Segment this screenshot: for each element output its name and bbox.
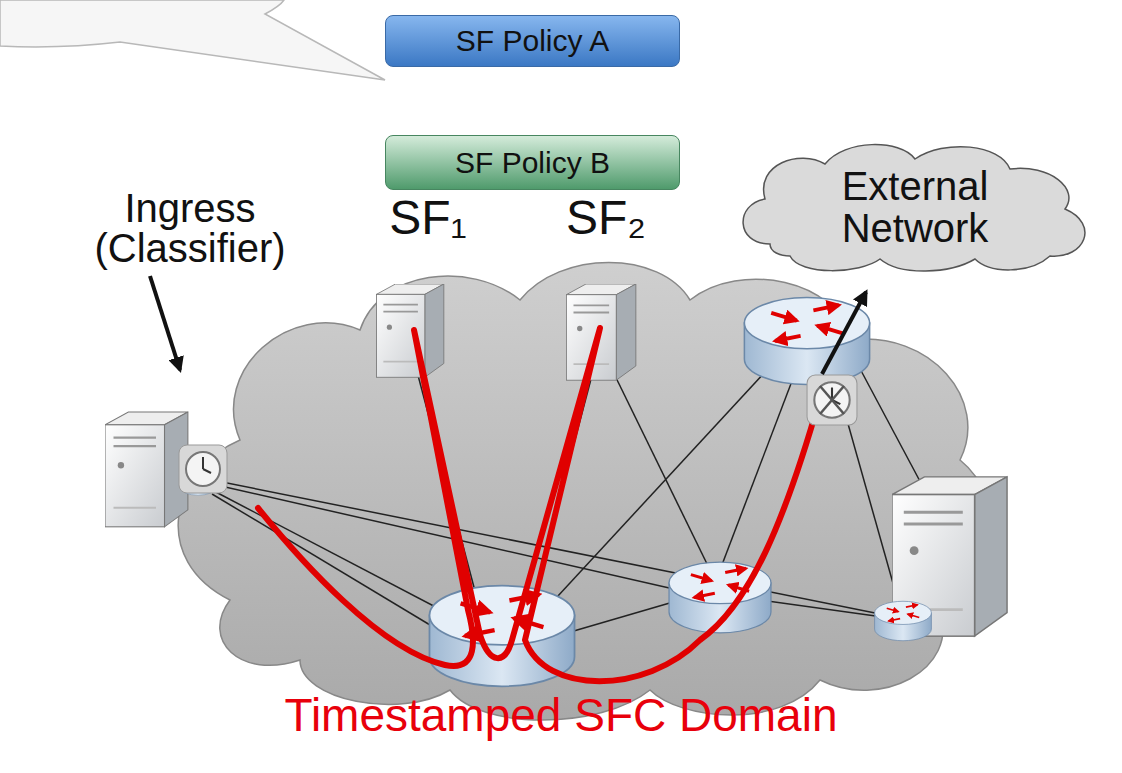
ingress-server bbox=[105, 412, 188, 527]
node-text: SF Policy A bbox=[456, 24, 609, 58]
pointer-arrow bbox=[150, 276, 180, 370]
sf-label: SF₁ bbox=[378, 190, 478, 246]
network-links bbox=[212, 345, 930, 640]
policy-box: SF Policy A bbox=[385, 15, 680, 67]
clock-icon bbox=[179, 445, 227, 493]
edge-router bbox=[744, 298, 869, 385]
callout-bubble bbox=[0, 0, 385, 80]
network-cloud: External Network bbox=[735, 132, 1095, 282]
router bbox=[875, 601, 932, 640]
sf-server bbox=[376, 284, 443, 377]
service-path bbox=[258, 328, 820, 681]
crossed-clock-icon bbox=[807, 375, 857, 425]
node-text: SF Policy B bbox=[455, 146, 610, 180]
domain-cloud bbox=[178, 263, 992, 721]
pointer-arrow bbox=[822, 292, 866, 374]
domain-caption: Timestamped SFC Domain bbox=[0, 688, 1122, 742]
ingress-label: Ingress (Classifier) bbox=[55, 188, 325, 268]
node-text: External Network bbox=[800, 165, 1030, 249]
policy-box: SF Policy B bbox=[385, 135, 680, 190]
sf-label: SF₂ bbox=[556, 190, 656, 246]
